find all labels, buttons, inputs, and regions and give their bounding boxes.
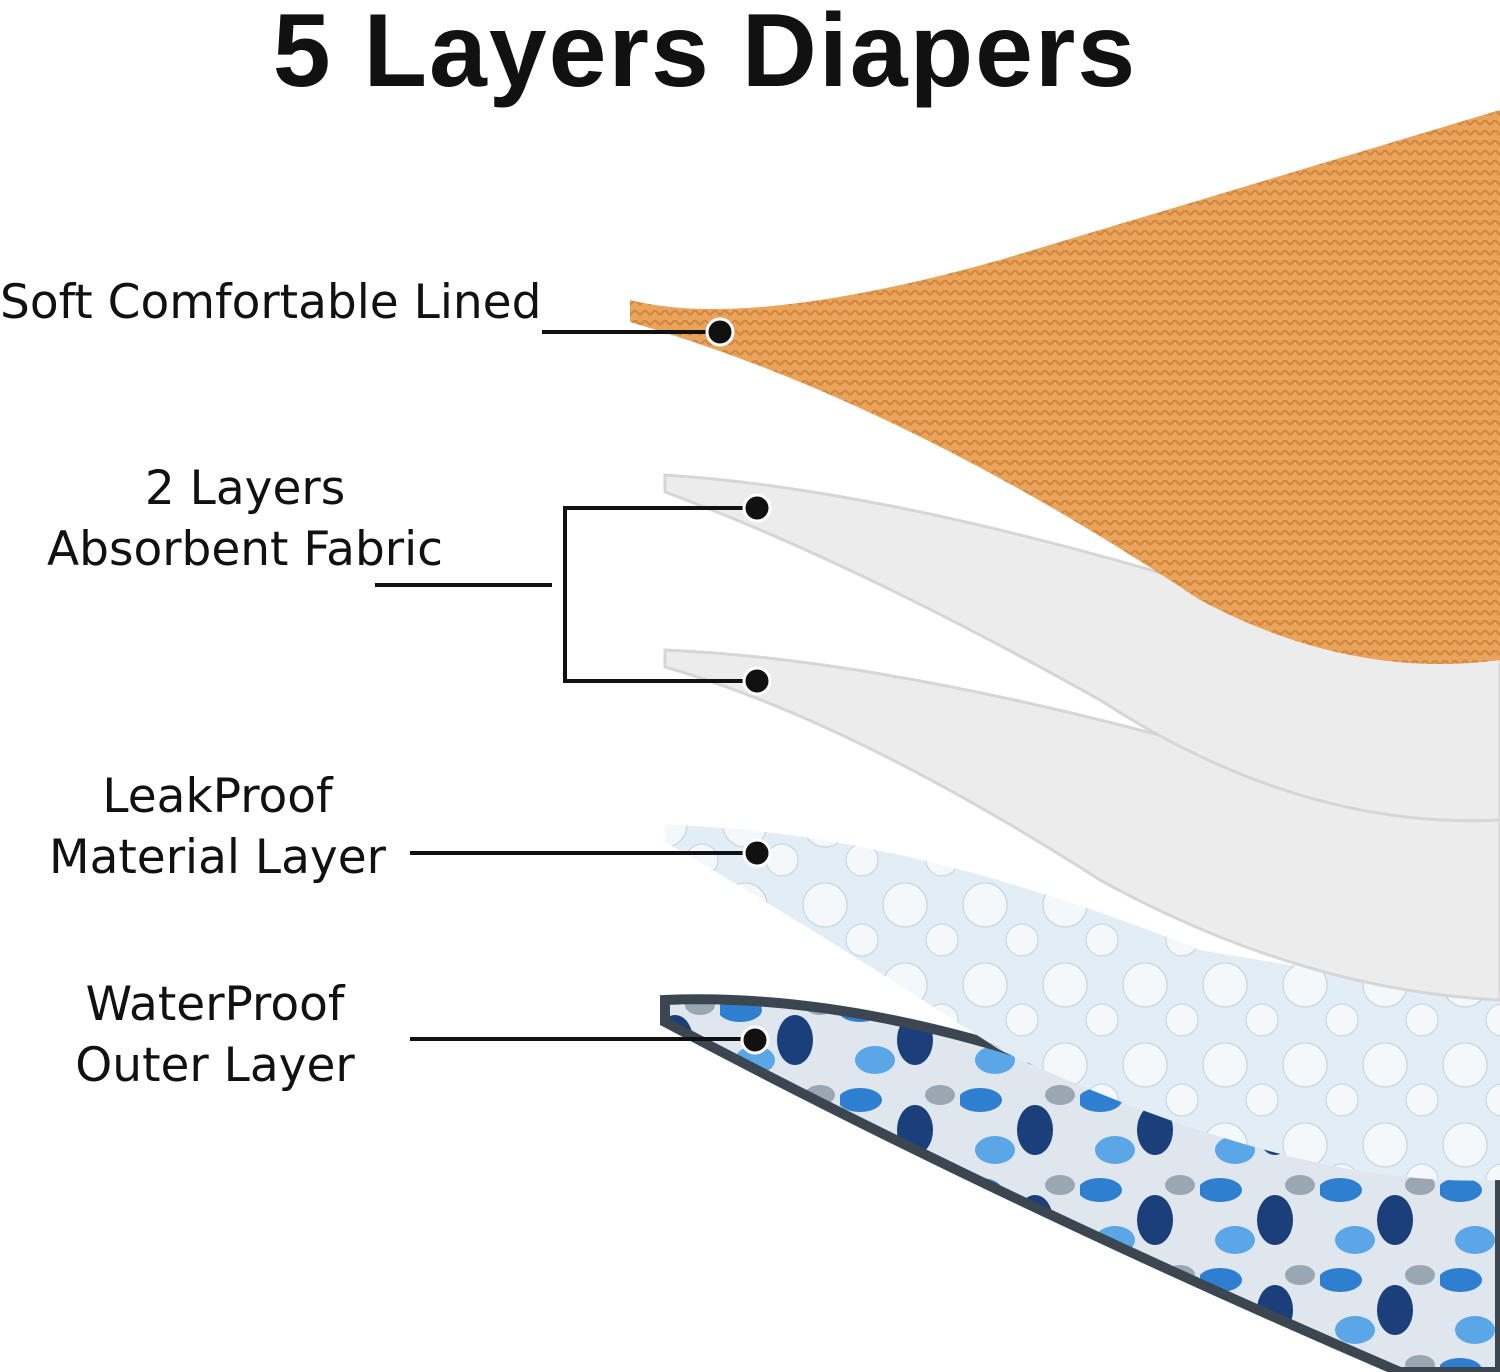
label-text: 2 Layers bbox=[144, 461, 346, 516]
leakproof-material-layer bbox=[665, 825, 1500, 1181]
label-text: Material Layer bbox=[49, 830, 386, 885]
absorbent-layer-2 bbox=[663, 648, 1500, 1002]
label-leakproof: LeakProof Material Layer bbox=[40, 766, 395, 888]
label-text: Outer Layer bbox=[75, 1038, 355, 1093]
leader-lines bbox=[375, 330, 757, 1041]
label-absorbent: 2 Layers Absorbent Fabric bbox=[30, 458, 460, 580]
soft-lined-layer bbox=[630, 110, 1500, 664]
label-text: LeakProof bbox=[102, 769, 333, 824]
waterproof-outer-layer bbox=[660, 994, 1500, 1372]
label-text: Soft Comfortable Lined bbox=[0, 275, 542, 330]
label-text: Absorbent Fabric bbox=[46, 522, 444, 577]
label-text: WaterProof bbox=[85, 977, 345, 1032]
label-waterproof: WaterProof Outer Layer bbox=[60, 974, 370, 1096]
absorbent-layer-1 bbox=[663, 473, 1500, 823]
page-title: 5 Layers Diapers bbox=[272, 0, 1138, 109]
label-soft-lined: Soft Comfortable Lined bbox=[0, 272, 541, 333]
marker-dots bbox=[705, 317, 772, 1055]
